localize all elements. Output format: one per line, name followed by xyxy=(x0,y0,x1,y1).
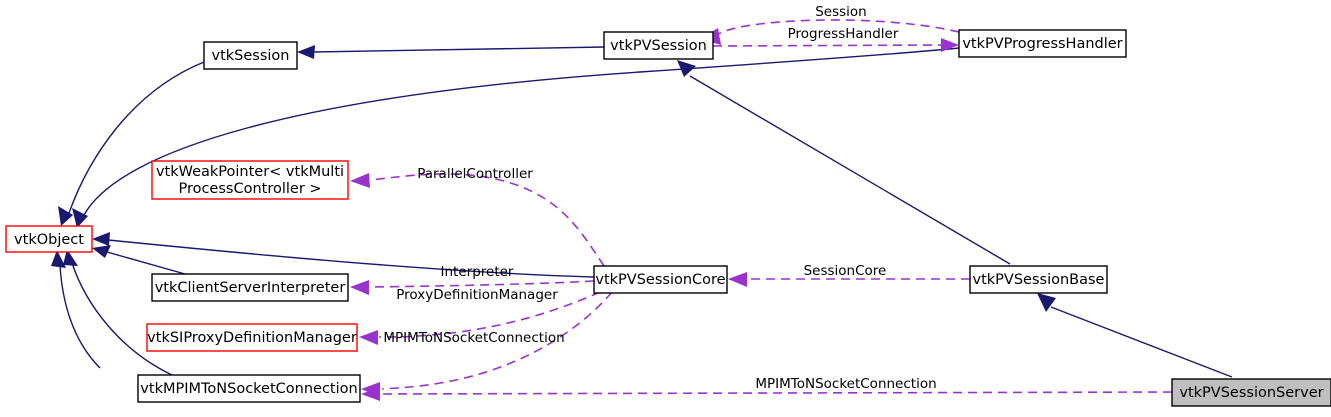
edge-interpreter xyxy=(350,280,595,295)
edge-vtksession-vtkpvsession xyxy=(297,45,605,59)
edge-progresshandler xyxy=(712,38,959,52)
edge-label-session: Session xyxy=(815,4,867,20)
edge-sessioncore xyxy=(728,272,970,287)
node-label-vtkpvprogresshandler: vtkPVProgressHandler xyxy=(962,36,1122,52)
node-vtksiproxydefinitionmanager[interactable]: vtkSIProxyDefinitionManager xyxy=(146,323,358,352)
association-edges: vtkPVSession --> vtkPVProgressHandler --… xyxy=(350,19,1173,401)
edge-vtkobject-vtksiproxydefinitionmanager xyxy=(51,250,101,369)
node-label-vtksession: vtkSession xyxy=(212,48,290,64)
node-label-vtkclientserverinterpreter: vtkClientServerInterpreter xyxy=(155,280,346,296)
node-label-vtkpvsessioncore: vtkPVSessionCore xyxy=(595,272,725,288)
node-vtkweakpointer[interactable]: vtkWeakPointer< vtkMulti ProcessControll… xyxy=(151,160,349,200)
edge-vtkobject-vtkpvsessioncore xyxy=(92,232,595,278)
inheritance-edges xyxy=(51,45,1233,378)
edge-vtkobject-vtkpvprogresshandler xyxy=(72,47,960,228)
edge-label-parallelcontroller: ParallelController xyxy=(417,166,533,182)
edge-proxydefinitionmanager xyxy=(359,291,601,345)
edge-label-mpimtonsocketconnection-server: MPIMToNSocketConnection xyxy=(755,376,936,392)
nodes: vtkObject vtkSession vtkWeakPointer< vtk… xyxy=(5,29,1331,407)
node-vtkpvsessionserver[interactable]: vtkPVSessionServer xyxy=(1171,378,1331,407)
edge-vtkobject-vtkmpimtonsocketconnection xyxy=(63,249,173,376)
node-vtkpvprogresshandler[interactable]: vtkPVProgressHandler xyxy=(958,29,1127,58)
edge-label-proxydefinitionmanager: ProxyDefinitionManager xyxy=(396,287,558,303)
edge-label-mpimtonsocketconnection-core: MPIMToNSocketConnection xyxy=(383,330,564,346)
node-label-vtkmpimtonsocketconnection: vtkMPIMToNSocketConnection xyxy=(140,381,357,397)
node-vtkmpimtonsocketconnection[interactable]: vtkMPIMToNSocketConnection xyxy=(137,374,361,403)
node-label-vtkpvsession: vtkPVSession xyxy=(610,38,707,54)
edge-vtkpvsession-vtkpvsessionbase xyxy=(677,60,1011,265)
edge-vtkpvsessionbase-vtkpvsessionserver xyxy=(1037,293,1233,378)
edge-vtkobject-vtkclientserverinterpreter xyxy=(92,245,186,275)
node-label-vtksiproxydefinitionmanager: vtkSIProxyDefinitionManager xyxy=(147,330,357,346)
node-vtkpvsessionbase[interactable]: vtkPVSessionBase xyxy=(969,265,1108,294)
edge-label-sessioncore: SessionCore xyxy=(804,263,887,279)
node-label-vtkweakpointer-line2: ProcessController > xyxy=(178,181,321,197)
node-label-vtkpvsessionserver: vtkPVSessionServer xyxy=(1179,385,1323,401)
edge-mpimtonsocketconnection-server xyxy=(361,387,1173,401)
edge-labels: Session ProgressHandler ParallelControll… xyxy=(383,4,936,392)
node-label-vtkobject: vtkObject xyxy=(14,232,84,248)
node-vtkobject[interactable]: vtkObject xyxy=(5,225,93,253)
node-vtkpvsessioncore[interactable]: vtkPVSessionCore xyxy=(593,265,728,294)
node-vtkpvsession[interactable]: vtkPVSession xyxy=(603,31,714,60)
node-label-vtkpvsessionbase: vtkPVSessionBase xyxy=(973,272,1105,288)
node-label-vtkweakpointer-line1: vtkWeakPointer< vtkMulti xyxy=(156,164,344,180)
node-vtkclientserverinterpreter[interactable]: vtkClientServerInterpreter xyxy=(151,273,349,302)
edge-vtkobject-vtksession xyxy=(58,61,205,226)
edge-label-interpreter: Interpreter xyxy=(441,264,514,280)
node-vtksession[interactable]: vtkSession xyxy=(203,41,298,70)
edge-label-progresshandler: ProgressHandler xyxy=(788,26,899,42)
edge-parallelcontroller xyxy=(350,173,605,267)
